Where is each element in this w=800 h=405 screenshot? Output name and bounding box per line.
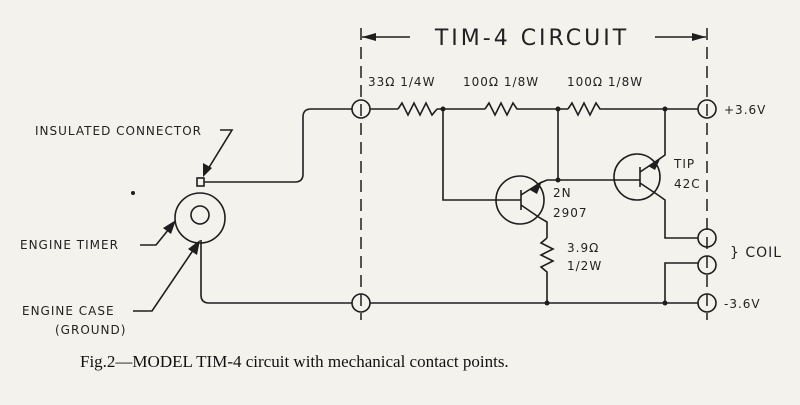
terminal-coil-1 (697, 228, 717, 248)
transistor-tip42c (544, 109, 698, 306)
r2-label: 100Ω 1/8W (463, 75, 539, 89)
q2-label-1: TIP (673, 157, 695, 171)
r3-label: 100Ω 1/8W (567, 75, 643, 89)
terminal-positive (697, 99, 717, 119)
resistor-r2 (484, 101, 520, 117)
r4-value-label: 3.9Ω (567, 241, 599, 255)
connector-arrow (204, 129, 234, 175)
resistor-r1 (397, 101, 438, 117)
speck (131, 191, 135, 195)
engine-case-label: ENGINE CASE (22, 304, 115, 318)
engine-timer-label: ENGINE TIMER (20, 238, 119, 252)
r4-power-label: 1/2W (567, 259, 602, 273)
circuit-title: TIM-4 CIRCUIT (434, 26, 629, 51)
terminal-coil-2 (697, 255, 717, 275)
positive-label: +3.6V (724, 103, 766, 117)
insulated-connector-post (196, 177, 205, 187)
top-rail (370, 101, 698, 117)
resistor-r3 (567, 101, 603, 117)
q1-label-1: 2N (553, 186, 572, 200)
arrow-icon (188, 240, 200, 255)
q1-label-2: 2907 (553, 206, 588, 220)
r1-label: 33Ω 1/4W (368, 75, 435, 89)
ground-label: (GROUND) (55, 323, 126, 337)
terminals (351, 99, 717, 313)
arrow-icon (203, 163, 212, 177)
q2-label-2: 42C (674, 177, 701, 191)
insulated-connector-label: INSULATED CONNECTOR (35, 124, 202, 138)
terminal-negative (697, 293, 717, 313)
negative-label: -3.6V (724, 297, 761, 311)
figure-caption: Fig.2—MODEL TIM-4 circuit with mechanica… (80, 352, 509, 371)
coil-label: } COIL (730, 245, 782, 261)
engine-timer (174, 108, 352, 304)
transistor-2n2907 (442, 109, 640, 303)
case-arrow (133, 242, 199, 312)
arrow-right-icon (692, 33, 706, 41)
arrow-icon (163, 220, 176, 234)
arrow-left-icon (362, 33, 376, 41)
